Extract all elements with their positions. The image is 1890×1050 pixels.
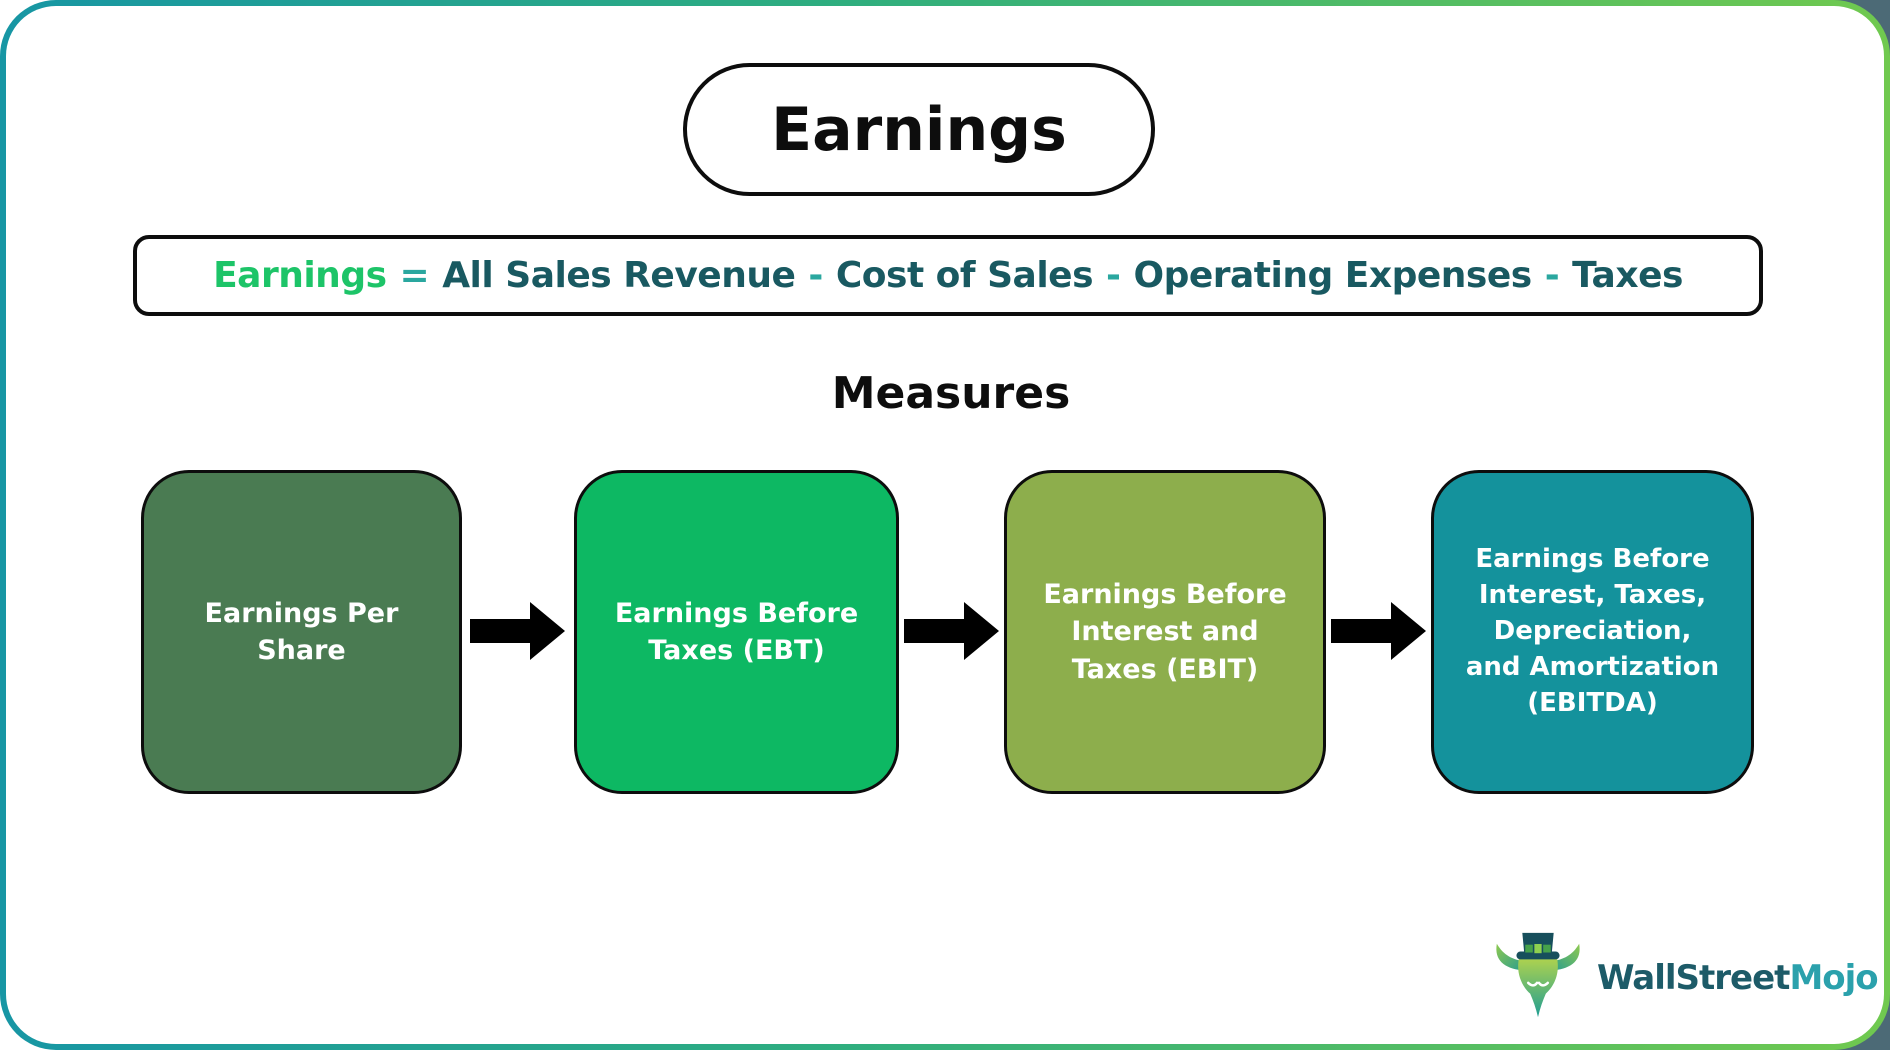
arrow-right-icon (470, 602, 565, 660)
formula-term: Operating Expenses (1133, 255, 1532, 296)
brand-name: WallStreetMojo (1597, 958, 1879, 998)
brand-logo: WallStreetMojo (1489, 927, 1879, 1029)
arrow-right-icon (1331, 602, 1426, 660)
measure-card-ebt: Earnings Before Taxes (EBT) (574, 470, 899, 794)
measures-heading: Measures (831, 368, 1071, 419)
brand-name-mojo: Mojo (1789, 958, 1878, 998)
brand-name-wallstreet: WallStreet (1597, 958, 1790, 998)
measure-card-label: Earnings Per Share (204, 597, 399, 666)
formula-term: Cost of Sales (835, 255, 1094, 296)
measure-card-ebitda: Earnings Before Interest, Taxes, Depreci… (1431, 470, 1754, 794)
title-pill: Earnings (683, 63, 1155, 196)
page-title: Earnings (771, 94, 1067, 165)
measure-card-label: Earnings Before Interest, Taxes, Depreci… (1465, 544, 1720, 718)
bull-mascot-icon (1496, 932, 1580, 1018)
measure-card-eps: Earnings Per Share (141, 470, 462, 794)
measure-card-label: Earnings Before Taxes (EBT) (614, 597, 859, 666)
minus-sign: - (1106, 255, 1121, 296)
formula-box: Earnings = All Sales Revenue - Cost of S… (133, 235, 1763, 316)
formula-term: Taxes (1572, 255, 1683, 296)
formula-term: All Sales Revenue (442, 255, 796, 296)
minus-sign: - (808, 255, 823, 296)
measure-card-ebit: Earnings Before Interest and Taxes (EBIT… (1004, 470, 1326, 794)
minus-sign: - (1544, 255, 1560, 296)
measure-card-label: Earnings Before Interest and Taxes (EBIT… (1043, 579, 1287, 685)
equals-sign: = (399, 255, 430, 296)
arrow-right-icon (904, 602, 999, 660)
formula-lhs: Earnings (213, 255, 387, 296)
